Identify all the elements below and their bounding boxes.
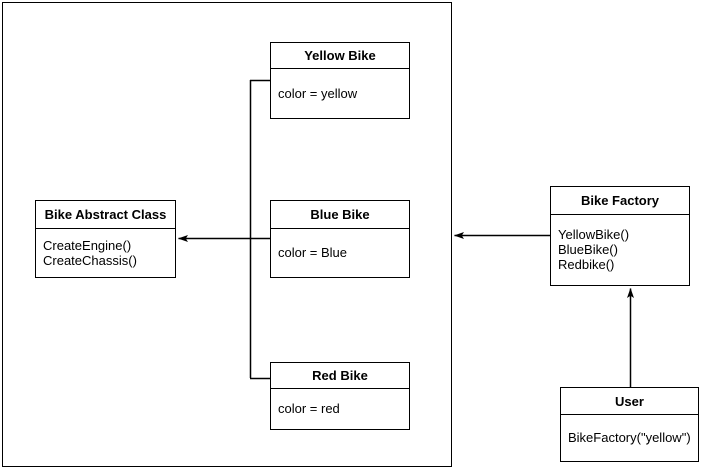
class-box-bike-abstract-class: Bike Abstract Class CreateEngine() Creat… <box>35 200 176 278</box>
class-title-red-bike: Red Bike <box>271 363 409 389</box>
class-body-red-bike: color = red <box>278 401 340 416</box>
class-body-bike-abstract-class: CreateEngine() CreateChassis() <box>43 237 137 268</box>
class-title-blue-bike: Blue Bike <box>271 201 409 229</box>
class-box-user: User BikeFactory("yellow") <box>560 387 699 462</box>
class-title-bike-factory: Bike Factory <box>551 187 689 215</box>
class-body-bike-factory: YellowBike() BlueBike() Redbike() <box>558 227 630 272</box>
class-title-bike-abstract-class: Bike Abstract Class <box>36 201 175 229</box>
class-box-yellow-bike: Yellow Bike color = yellow <box>270 42 410 119</box>
class-box-bike-factory: Bike Factory YellowBike() BlueBike() Red… <box>550 186 690 286</box>
class-box-blue-bike: Blue Bike color = Blue <box>270 200 410 278</box>
class-title-user: User <box>561 388 698 415</box>
class-title-yellow-bike: Yellow Bike <box>271 43 409 69</box>
class-box-red-bike: Red Bike color = red <box>270 362 410 430</box>
outer-boundary-rectangle <box>2 2 452 467</box>
class-body-blue-bike: color = Blue <box>278 245 348 260</box>
class-body-yellow-bike: color = yellow <box>278 85 358 101</box>
class-body-user: BikeFactory("yellow") <box>568 430 691 445</box>
